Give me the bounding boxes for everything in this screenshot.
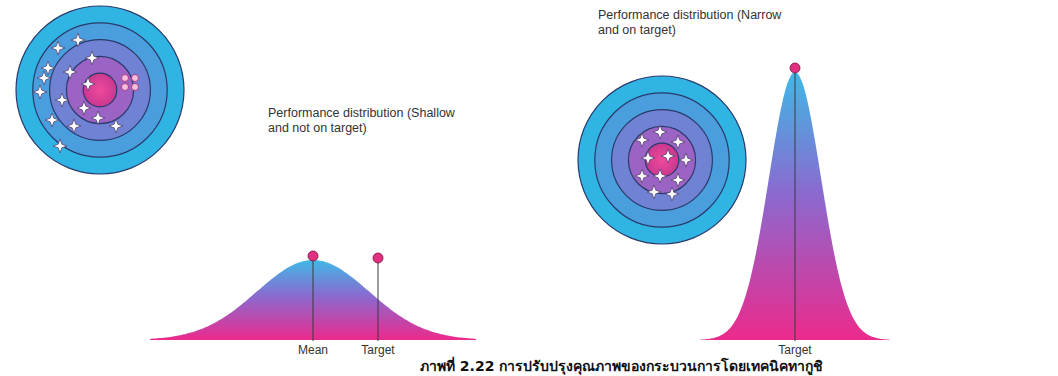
bullseye-hit — [132, 84, 139, 91]
shot-mark — [77, 101, 91, 115]
axis-label: Target — [778, 343, 811, 357]
shot-mark — [641, 151, 655, 165]
shot-mark — [53, 139, 67, 153]
shot-mark — [63, 65, 77, 79]
target-ring — [578, 76, 746, 244]
marker-dot — [373, 253, 383, 263]
distribution-label: Performance distribution (Shallow and no… — [268, 106, 458, 136]
figure-caption: ภาพที่ 2.22 การปรับปรุงคุณภาพของกระบวนกา… — [420, 357, 823, 375]
curves — [150, 63, 890, 341]
shot-mark — [33, 85, 47, 99]
shot-mark — [665, 187, 679, 201]
shot-mark — [55, 93, 69, 107]
bullseye-hit — [132, 75, 139, 82]
target-board — [578, 76, 746, 244]
target-board — [16, 6, 184, 174]
bullseye-hit — [122, 84, 129, 91]
marker-dot — [790, 63, 800, 73]
shot-mark — [45, 113, 59, 127]
marker-line — [313, 260, 314, 341]
distribution-label: Performance distribution (Narrow and on … — [598, 8, 788, 38]
shot-mark — [71, 33, 85, 47]
shot-mark — [653, 125, 667, 139]
axis-label: Target — [361, 343, 394, 357]
target-ring — [16, 6, 184, 174]
shot-mark — [635, 133, 649, 147]
marker-line — [795, 72, 796, 341]
marker-dot — [308, 251, 318, 261]
targets — [16, 6, 746, 244]
shot-mark — [51, 41, 65, 55]
shot-mark — [81, 77, 95, 91]
shot-mark — [37, 71, 51, 85]
shot-mark — [109, 119, 123, 133]
shot-mark — [647, 185, 661, 199]
target-ring — [612, 110, 713, 211]
shot-mark — [653, 169, 667, 183]
target-ring — [628, 126, 695, 193]
distribution-curve — [150, 260, 476, 340]
bullseye-hit — [122, 75, 129, 82]
target-ring — [66, 56, 133, 123]
shot-mark — [85, 51, 99, 65]
marker-line — [378, 262, 379, 341]
axis-label: Mean — [298, 343, 328, 357]
target-ring — [33, 23, 167, 157]
target-ring — [50, 40, 151, 141]
shot-mark — [679, 153, 693, 167]
shot-mark — [671, 135, 685, 149]
shot-mark — [635, 169, 649, 183]
target-ring — [595, 93, 729, 227]
shot-mark — [661, 149, 675, 163]
shot-mark — [91, 111, 105, 125]
shot-mark — [67, 119, 81, 133]
distribution-curve — [700, 72, 890, 340]
shot-mark — [671, 173, 685, 187]
